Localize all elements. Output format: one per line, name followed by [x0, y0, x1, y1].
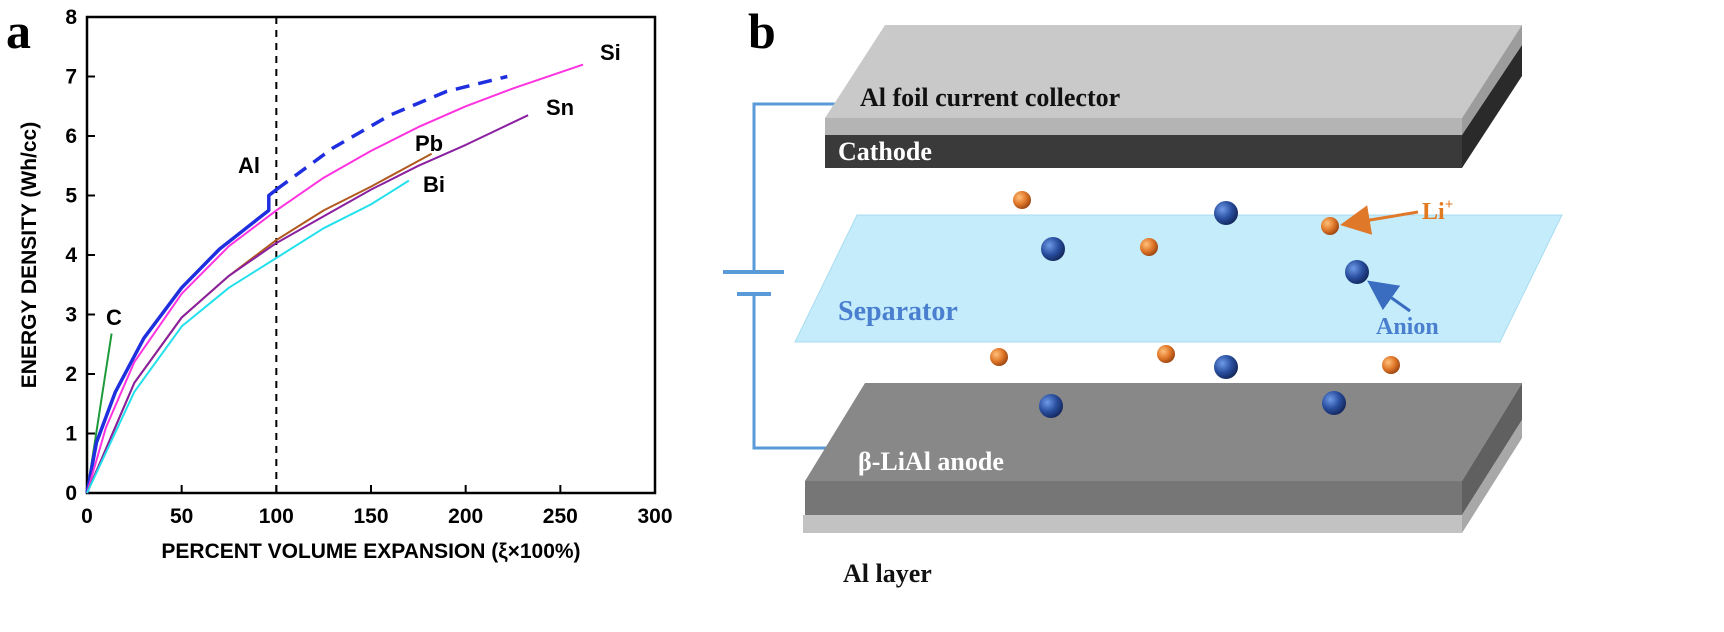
series-line-Al: [85, 188, 278, 494]
separator-sheet: [794, 214, 1563, 343]
anion: [1322, 391, 1346, 415]
label-Si: Si: [600, 40, 621, 65]
anion-label: Anion: [1376, 314, 1439, 340]
series-line-Bi: [86, 179, 410, 494]
x-tick-label: 0: [81, 505, 93, 528]
li-ion: [1382, 356, 1400, 374]
collector-front-face: [825, 118, 1462, 135]
anion: [1214, 201, 1238, 225]
y-axis-title: ENERGY DENSITY (Wh/cc): [18, 122, 41, 388]
li-label: Li+: [1422, 197, 1453, 225]
anode-side-face: [1462, 383, 1522, 515]
anion-pointer-arrow: [1367, 280, 1411, 313]
label-C: C: [106, 305, 122, 330]
li-ions: [990, 191, 1400, 374]
plot-frame: [85, 15, 657, 495]
separator-label: Separator: [838, 296, 958, 327]
label-Bi: Bi: [423, 172, 445, 197]
x-axis: 0 50 100 150 200 250 300: [81, 485, 673, 528]
y-tick-label: 8: [65, 6, 77, 29]
series-line-Pb: [86, 152, 433, 494]
anion: [1041, 237, 1065, 261]
y-tick-label: 1: [65, 423, 77, 446]
anion: [1039, 394, 1063, 418]
cathode-assembly: Al foil current collector Cathode: [825, 25, 1522, 168]
y-tick-label: 2: [65, 363, 77, 386]
y-axis: 0 1 2 3 4 5 6 7 8: [65, 6, 95, 505]
anode-front-face: [805, 481, 1462, 515]
panel-a-chart: a 0 1 2 3 4 5 6 7 8 0 50 100 150 200 250 300 C Al Si P…: [6, 3, 673, 563]
x-axis-title: PERCENT VOLUME EXPANSION (ξ×100%): [161, 540, 580, 563]
y-tick-label: 0: [65, 482, 77, 505]
x-tick-label: 100: [259, 505, 294, 528]
panel-a-label: a: [6, 3, 31, 59]
circuit-wire: [752, 102, 845, 450]
y-tick-label: 4: [65, 244, 77, 267]
series-line-Al-projected: [275, 74, 508, 192]
cathode-front-face: [825, 135, 1462, 168]
li-ion: [1157, 345, 1175, 363]
y-tick-label: 5: [65, 185, 77, 208]
anode-assembly: β-LiAl anode Al layer: [803, 383, 1522, 588]
al-layer-side-face: [1462, 420, 1522, 533]
collector-label: Al foil current collector: [860, 83, 1120, 112]
y-tick-label: 3: [65, 304, 77, 327]
label-Pb: Pb: [415, 131, 443, 156]
x-tick-label: 150: [353, 505, 388, 528]
y-tick-label: 7: [65, 66, 77, 89]
collector-top-face: [825, 25, 1522, 118]
li-pointer-arrow: [1340, 205, 1419, 235]
li-ion: [990, 348, 1008, 366]
series-layer: [85, 63, 584, 494]
series-line-Sn: [86, 114, 529, 494]
anion: [1345, 260, 1369, 284]
x-tick-label: 250: [543, 505, 578, 528]
panel-b-label: b: [748, 3, 776, 59]
li-ion: [1013, 191, 1031, 209]
panel-b-diagram: b Al foil current collector Cathode Sepa…: [723, 3, 1563, 588]
label-Al: Al: [238, 153, 260, 178]
anion: [1214, 355, 1238, 379]
cathode-side-face: [1462, 45, 1522, 168]
x-tick-label: 50: [170, 505, 193, 528]
anode-label: β-LiAl anode: [858, 447, 1004, 476]
li-ion: [1321, 217, 1339, 235]
al-layer-label: Al layer: [843, 559, 932, 588]
x-tick-label: 200: [448, 505, 483, 528]
anions: [1039, 201, 1369, 418]
li-ion: [1140, 238, 1158, 256]
series-line-Si: [86, 63, 584, 494]
y-tick-label: 6: [65, 125, 77, 148]
label-Sn: Sn: [546, 95, 574, 120]
collector-side-face: [1462, 25, 1522, 135]
cathode-label: Cathode: [838, 137, 932, 166]
x-tick-label: 300: [637, 505, 672, 528]
al-layer-front-face: [803, 515, 1462, 533]
